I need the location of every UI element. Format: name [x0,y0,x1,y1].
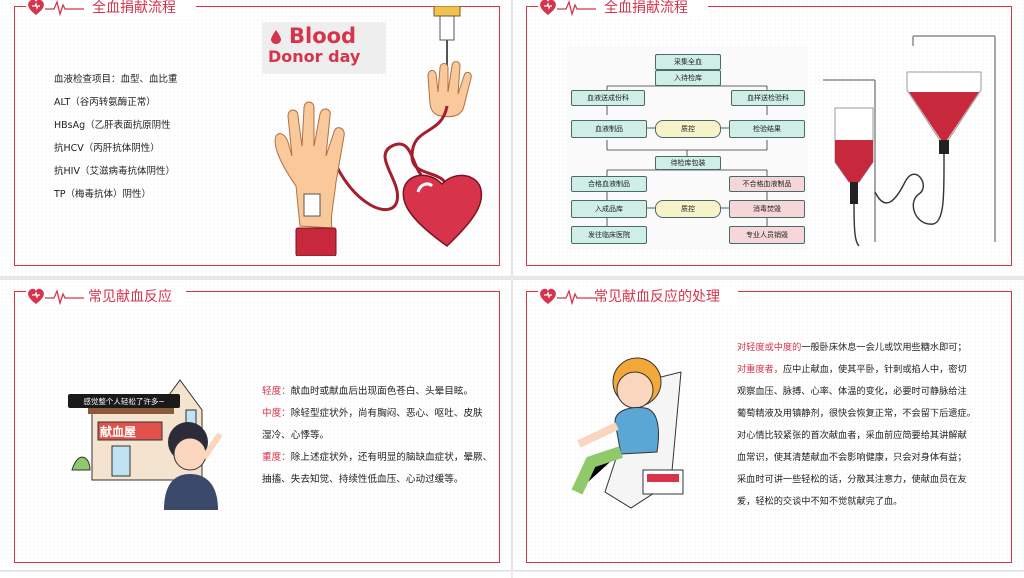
flow-step-sample-to-test: 血样送检验科 [731,90,805,106]
test-items-list: 血液检查项目：血型、血比重 ALT（谷丙转氨酶正常） HBsAg（乙肝表面抗原阴… [54,68,178,206]
text-line: 血常识，使其清楚献血不会影响健康，只会对身体有益； [737,447,976,469]
flow-step-unqualified: 不合格血液制品 [729,176,805,192]
heart-ecg-icon [538,0,598,18]
handling-text: 对轻度或中度的一般卧床休息一会儿或饮用些糖水即可； 对重度者，应中止献血，使其平… [737,337,976,513]
list-item: TP（梅毒抗体）阴性） [54,189,152,200]
line-text: 湿冷、心悸等。 [262,430,330,441]
slide-header: 常见献血反应的处理 [538,286,738,306]
donor-cartoon-illustration [71,379,223,510]
flow-step-qualified: 合格血液制品 [571,176,647,192]
speech-bubble: 感觉整个人轻松了许多~ [68,394,180,408]
heart-ecg-icon [26,0,86,18]
text-line: 湿冷、心悸等。 [262,425,492,447]
list-item: 抗HIV（艾滋病毒抗体阴性） [54,166,175,177]
line-text: 除上述症状外，还有明显的脑缺血症状，晕厥、 [290,452,493,463]
line-text: 葡萄精液及用镇静剂，很快会恢复正常，不会留下后遗症。 [737,408,976,419]
severity-label: 重度： [262,452,291,463]
next-slide-peek-right [513,572,1024,578]
next-slide-peek-left [0,572,511,578]
flow-step-dispatch: 发往临床医院 [571,226,647,244]
slide-blood-donation-process-1[interactable]: 全血捐献流程 血液检查项目：血型、血比重 ALT（谷丙转氨酶正常） HBsAg（… [0,0,511,276]
line-text: 对心情比较紧张的首次献血者，采血前应简要给其讲解献 [737,430,967,441]
text-line: 中度：除轻型症状外，尚有胸闷、恶心、呕吐、皮肤 [262,403,492,425]
line-text: 抽搐、失去知觉、持续性低血压、心动过缓等。 [262,474,464,485]
line-text: 观察血压、脉搏、心率、体温的变化，必要时可静脉给注 [737,386,967,397]
text-line: 抽搐、失去知觉、持续性低血压、心动过缓等。 [262,469,492,491]
heart-ecg-icon [26,285,86,307]
text-line: 采血时可讲一些轻松的话，分散其注意力，使献血员在友 [737,469,976,491]
list-item: HBsAg（乙肝表面抗原阴性 [54,120,171,131]
slide-blood-donation-process-2[interactable]: 全血捐献流程 采集全血 [513,0,1024,276]
slide-header: 全血捐献流程 [26,0,196,17]
flow-step-test-result: 检验结果 [729,120,805,138]
logo-text-donor-day: Donor day [268,47,361,66]
text-line: 观察血压、脉搏、心率、体温的变化，必要时可静脉给注 [737,381,976,403]
list-item: 抗HCV（丙肝抗体阴性） [54,143,160,154]
flow-step-destroy: 专业人员销毁 [729,226,805,244]
text-line: 对心情比较紧张的首次献血者，采血前应简要给其讲解献 [737,425,976,447]
text-line: 重度：除上述症状外，还有明显的脑缺血症状，晕厥、 [262,447,492,469]
text-line: 葡萄精液及用镇静剂，很快会恢复正常，不会留下后遗症。 [737,403,976,425]
blood-drop-icon [271,30,281,44]
slide-reaction-handling[interactable]: 常见献血反应的处理 对轻度或中度的一般卧床休息一会儿或饮用些糖水即可； 对重度者… [513,280,1024,570]
logo-text-blood: Blood [289,24,357,48]
slide-common-reactions[interactable]: 常见献血反应 感觉整个人轻松了许多~ 献血屋 轻度：献血时或献血后出现面色苍白、… [0,280,511,570]
list-item: ALT（谷丙转氨酶正常） [54,97,156,108]
flow-step-blood-prep: 血液制品 [571,120,647,138]
slide-title: 全血捐献流程 [604,0,688,16]
slide-frame [14,291,500,563]
slide-title: 全血捐献流程 [92,0,176,16]
iv-bags-illustration [823,35,996,247]
line-text: 血常识，使其清楚献血不会影响健康，只会对身体有益； [737,452,967,463]
flow-step-pending-pack: 待检库包装 [655,156,721,170]
blood-donor-day-logo [262,22,386,74]
slide-frame [14,6,500,266]
emphasis-label: 对轻度或中度的 [737,342,802,353]
line-text: 献血时或献血后出现面色苍白、头晕目眩。 [290,386,474,397]
slide-frame [526,291,1012,563]
text-line: 对轻度或中度的一般卧床休息一会儿或饮用些糖水即可； [737,337,976,359]
line-text: 一般卧床休息一会儿或饮用些糖水即可； [801,342,967,353]
slide-frame [526,6,1012,266]
flow-step-storage-in: 入待检库 [655,70,721,86]
text-line: 对重度者，应中止献血，使其平卧，针刺或掐人中，密切 [737,359,976,381]
line-text: 采血时可讲一些轻松的话，分散其注意力，使献血员在友 [737,474,967,485]
line-text: 爱，轻松的交谈中不知不觉就献完了血。 [737,496,903,507]
line-text: 除轻型症状外，尚有胸闷、恶心、呕吐、皮肤 [290,408,483,419]
slide-title: 常见献血反应的处理 [594,289,720,305]
text-line: 轻度：献血时或献血后出现面色苍白、头晕目眩。 [262,381,492,403]
flow-step-disinfect: 消毒焚毁 [729,200,805,218]
heart-ecg-icon [538,285,598,307]
flow-step-blood-to-prep: 血液送成份科 [571,90,645,106]
flow-step-to-storage: 入成品库 [571,200,647,218]
flowchart-connectors [606,64,768,226]
line-text: 应中止献血，使其平卧，针刺或掐人中，密切 [782,364,967,375]
blood-transfusion-illustration [274,6,483,256]
reaction-text: 轻度：献血时或献血后出现面色苍白、头晕目眩。 中度：除轻型症状外，尚有胸闷、恶心… [262,381,492,491]
shop-sign: 献血屋 [100,425,137,439]
emphasis-label: 对重度者， [737,364,783,375]
flow-step-collect: 采集全血 [655,54,721,70]
speech-bubble-text: 感觉整个人轻松了许多~ [83,396,165,406]
list-item: 血液检查项目：血型、血比重 [54,74,178,85]
flow-step-qc: 质控 [655,120,721,138]
severity-label: 轻度： [262,386,291,397]
slide-header: 全血捐献流程 [538,0,708,17]
flow-step-qc2: 质控 [655,200,721,218]
severity-label: 中度： [262,408,291,419]
slide-title: 常见献血反应 [88,289,172,305]
text-line: 爱，轻松的交谈中不知不觉就献完了血。 [737,491,976,513]
slide-header: 常见献血反应 [26,286,186,306]
donor-chair-illustration [571,357,684,509]
